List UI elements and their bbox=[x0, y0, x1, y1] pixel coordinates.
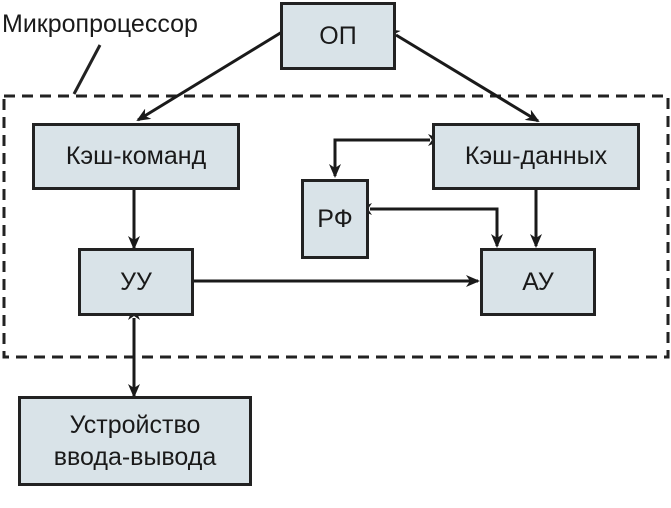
node-io-device-label-line2: ввода-вывода bbox=[53, 443, 217, 471]
node-rf-label: РФ bbox=[317, 204, 353, 233]
label-leader-line bbox=[72, 44, 102, 95]
node-cache-data: Кэш-данных bbox=[432, 123, 640, 190]
node-io-device-label-line1: Устройство bbox=[69, 410, 201, 439]
node-uu: УУ bbox=[78, 248, 194, 316]
node-op-label: ОП bbox=[319, 21, 357, 50]
node-op: ОП bbox=[280, 2, 396, 70]
node-cache-data-label: Кэш-данных bbox=[464, 142, 608, 171]
edge-rf-au bbox=[358, 203, 503, 248]
microprocessor-label: Микропроцессор bbox=[2, 10, 198, 38]
node-cache-commands: Кэш-команд bbox=[32, 123, 240, 190]
node-uu-label: УУ bbox=[120, 267, 152, 296]
node-au: АУ bbox=[480, 248, 596, 316]
node-rf: РФ bbox=[301, 179, 369, 259]
node-au-label: АУ bbox=[522, 267, 554, 296]
edge-op-cache-cmd bbox=[136, 30, 283, 122]
edge-op-cache-data bbox=[385, 28, 540, 123]
microprocessor-boundary bbox=[2, 94, 670, 359]
node-io-device: Устройство ввода-вывода bbox=[18, 396, 252, 486]
node-cache-commands-label: Кэш-команд bbox=[65, 142, 207, 171]
edge-cache-data-rf bbox=[329, 134, 442, 178]
